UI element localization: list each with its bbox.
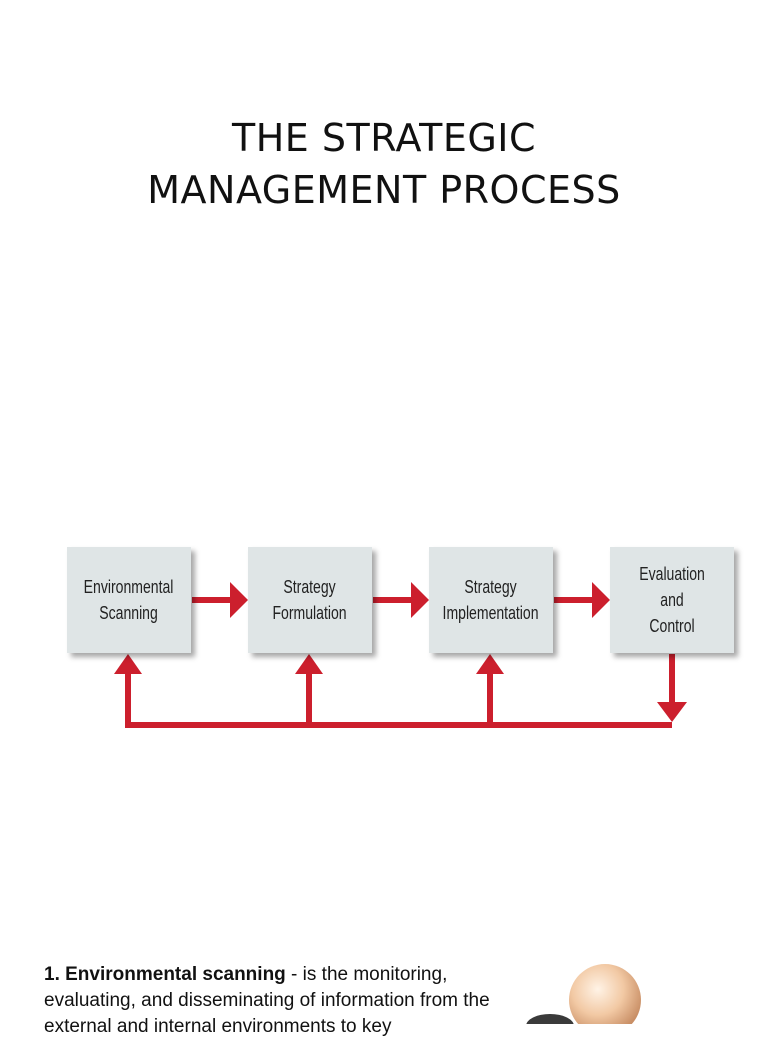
arrow-2-head — [411, 582, 429, 618]
arrow-3-head — [592, 582, 610, 618]
feedback-down — [669, 654, 675, 714]
node-evaluation-control: Evaluation and Control — [610, 547, 734, 653]
node-label: Evaluation and Control — [639, 564, 705, 636]
node-strategy-formulation: Strategy Formulation — [248, 547, 372, 653]
node-environmental-scanning: Environmental Scanning — [67, 547, 191, 653]
title-line-2: MANAGEMENT PROCESS — [147, 168, 621, 212]
node-label: Environmental Scanning — [84, 577, 174, 623]
slide-title: THE STRATEGIC MANAGEMENT PROCESS — [0, 112, 768, 216]
node-label: Strategy Formulation — [272, 577, 348, 623]
person-figure-icon — [520, 960, 650, 1038]
node-label: Strategy Implementation — [442, 577, 539, 623]
feedback-up-1-head — [114, 654, 142, 674]
arrow-2-shaft — [373, 597, 413, 603]
definition-paragraph: 1. Environmental scanning - is the monit… — [44, 962, 514, 1040]
arrow-3-shaft — [554, 597, 594, 603]
process-diagram: Environmental Scanning Strategy Formulat… — [50, 532, 750, 758]
flow-arrows — [114, 582, 687, 728]
arrow-1-head — [230, 582, 248, 618]
feedback-up-3 — [487, 672, 493, 728]
definition-term: 1. Environmental scanning — [44, 964, 286, 985]
feedback-up-2 — [306, 672, 312, 728]
feedback-line — [125, 722, 672, 728]
feedback-up-1 — [125, 672, 131, 728]
feedback-up-2-head — [295, 654, 323, 674]
node-strategy-implementation: Strategy Implementation — [429, 547, 553, 653]
feedback-up-3-head — [476, 654, 504, 674]
title-line-1: THE STRATEGIC — [231, 116, 537, 160]
feedback-down-head — [657, 702, 687, 722]
arrow-1-shaft — [192, 597, 232, 603]
